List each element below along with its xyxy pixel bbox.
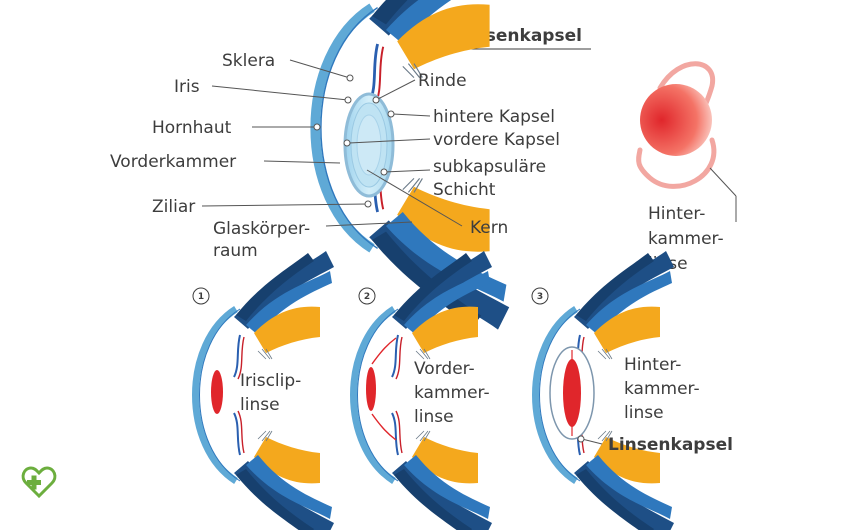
iol-optic [640,84,712,156]
variant-2-number: 2 [364,292,370,302]
label-hornhaut: Hornhaut [152,118,232,138]
right-labels: Rinde hintere Kapsel vordere Kapsel subk… [343,71,560,238]
label-glaskoerper-1: Glaskörper- [213,219,310,239]
label-kern: Kern [470,218,508,238]
variant-1: 1 Irisclip- linse [193,251,334,530]
label-vorderkammer: Vorderkammer [110,152,236,172]
posterior-chamber-lens [563,359,581,427]
variant-3-number: 3 [537,292,543,302]
variant-2: 2 Vorder- kammer- linse [354,251,493,530]
left-labels: Sklera Iris Hornhaut Vorderkammer Ziliar… [110,51,413,261]
variant-3-badge [531,287,549,305]
iol-label-1: Hinter- [648,204,705,224]
label-glaskoerper-2: raum [213,241,258,261]
label-hintere-kapsel: hintere Kapsel [433,107,555,127]
variant-2-label-2: kammer- [414,383,490,403]
variant-1-number: 1 [198,292,204,302]
anterior-chamber-lens [366,367,376,411]
iol-label-2: kammer- [648,229,724,249]
brand-logo [21,466,57,499]
variant-3-label-3: linse [624,403,664,423]
label-iris: Iris [174,77,200,97]
variant-1-badge [192,287,210,305]
variant-3-label-1: Hinter- [624,355,681,375]
label-vordere-kapsel: vordere Kapsel [433,130,560,150]
variant-3: 3 Hinter- kammer- linse Linsenkapsel [531,251,733,530]
variant-1-label-2: linse [240,395,280,415]
variant-2-badge [358,287,376,305]
variant-2-label-3: linse [414,407,454,427]
variant-3-label-2: kammer- [624,379,700,399]
label-subkapsulaer-2: Schicht [433,180,496,200]
variant-1-label-1: Irisclip- [240,371,301,391]
label-sklera: Sklera [222,51,275,71]
iol-illustration: Hinter- kammer- linse [636,61,737,274]
label-subkapsulaer-1: subkapsuläre [433,157,546,177]
variant-3-capsule-label: Linsenkapsel [608,435,733,455]
variant-2-label-1: Vorder- [414,359,475,379]
label-rinde: Rinde [418,71,467,91]
label-ziliar: Ziliar [152,197,195,217]
iris-clip-lens [211,370,223,414]
